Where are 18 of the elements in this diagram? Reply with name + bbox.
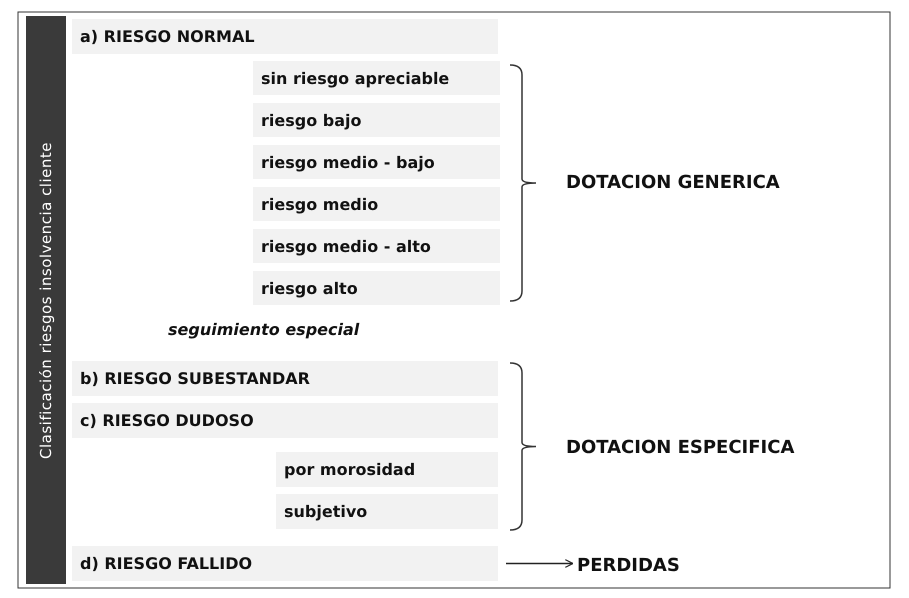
result-text: PERDIDAS: [573, 550, 713, 580]
level-box: riesgo medio: [253, 187, 500, 221]
category-box: c) RIESGO DUDOSO: [72, 403, 498, 438]
category-box: a) RIESGO NORMAL: [72, 19, 498, 54]
level-box: riesgo alto: [253, 271, 500, 305]
level-box: riesgo bajo: [253, 103, 500, 137]
note-text: seguimiento especial: [168, 320, 360, 339]
category-box: d) RIESGO FALLIDO: [72, 546, 498, 581]
level-box: sin riesgo apreciable: [253, 61, 500, 95]
category-box: b) RIESGO SUBESTANDAR: [72, 361, 498, 396]
side-title: Clasificación riesgos insolvencia cliente: [37, 142, 55, 458]
group-label: DOTACION GENERICA: [566, 172, 780, 193]
level-box: por morosidad: [276, 452, 498, 487]
arrow: [506, 558, 574, 568]
level-box: riesgo medio - bajo: [253, 145, 500, 179]
group-label: DOTACION ESPECIFICA: [566, 437, 794, 458]
level-box: subjetivo: [276, 494, 498, 529]
level-box: riesgo medio - alto: [253, 229, 500, 263]
